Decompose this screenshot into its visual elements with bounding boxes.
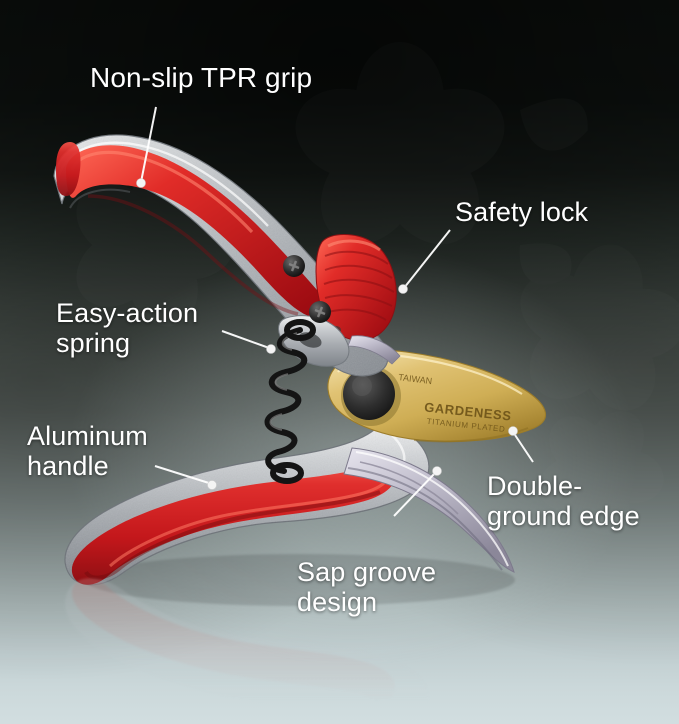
pivot-bolt <box>341 366 401 426</box>
callout-label-non-slip-tpr-grip: Non-slip TPR grip <box>90 62 313 93</box>
callout-label-sap-groove-design: Sap groove design <box>297 557 437 618</box>
callout-label-safety-lock: Safety lock <box>455 197 589 227</box>
lower-tpr-grip <box>71 462 396 585</box>
safety-lock <box>315 234 401 365</box>
callout-label-aluminum-handle: Aluminum handle <box>27 421 148 482</box>
blade-origin-text: TAIWAN <box>398 372 433 386</box>
callout-label-double-ground-edge: Double- ground edge <box>487 471 640 532</box>
callout-label-easy-action-spring: Easy-action spring <box>56 298 199 359</box>
handle-screws <box>283 255 331 323</box>
easy-action-spring <box>264 327 308 474</box>
